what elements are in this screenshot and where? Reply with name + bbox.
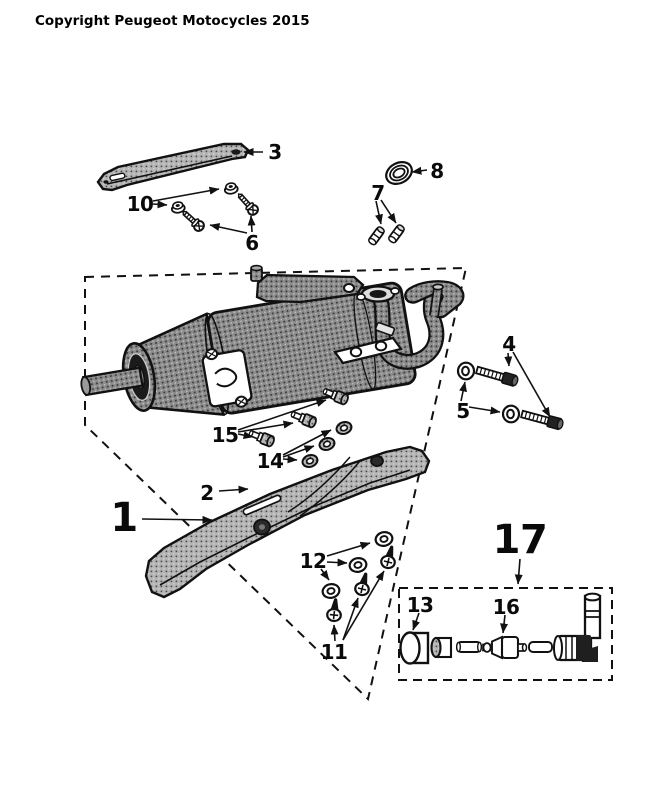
valve-16 — [482, 635, 528, 660]
part-label-12: 12 — [299, 549, 327, 573]
part-label-14: 14 — [256, 449, 284, 473]
muffler-assembly — [80, 264, 465, 417]
end-cap-13 — [399, 631, 430, 665]
clamp-plate — [333, 336, 403, 365]
studs-7 — [366, 222, 407, 247]
exhaust-gasket — [385, 161, 413, 185]
part-label-17: 17 — [492, 517, 548, 563]
tube — [528, 641, 553, 653]
mounting-bolts — [474, 363, 565, 432]
tube — [456, 641, 483, 653]
part-label-15: 15 — [211, 423, 239, 447]
hanger-bracket — [250, 264, 365, 304]
part-label-7: 7 — [371, 181, 385, 205]
part-label-6: 6 — [245, 231, 259, 255]
part-label-2: 2 — [200, 481, 214, 505]
assembly-boundary-dashed — [84, 266, 468, 701]
part-label-1: 1 — [110, 495, 138, 541]
kit-box-dashed — [398, 587, 613, 681]
part-label-13: 13 — [406, 593, 434, 617]
secondary-air-kit — [399, 592, 602, 665]
part-label-5: 5 — [456, 399, 470, 423]
flange-nuts — [169, 181, 240, 215]
upper-heat-shield — [96, 142, 250, 192]
part-label-16: 16 — [492, 595, 520, 619]
part-label-4: 4 — [502, 332, 516, 356]
screws-11 — [325, 542, 400, 623]
mount-bracket — [201, 348, 253, 408]
exhaust-pipe — [356, 280, 465, 370]
lower-heat-shield — [144, 445, 431, 599]
part-label-11: 11 — [320, 640, 348, 664]
part-label-3: 3 — [268, 140, 282, 164]
callout-arrows — [141, 148, 551, 642]
elbow-fitting — [553, 592, 602, 662]
part-label-10: 10 — [126, 192, 154, 216]
plug — [430, 636, 453, 659]
copyright-text: Copyright Peugeot Motocycles 2015 — [35, 13, 310, 29]
part-label-8: 8 — [430, 159, 444, 183]
